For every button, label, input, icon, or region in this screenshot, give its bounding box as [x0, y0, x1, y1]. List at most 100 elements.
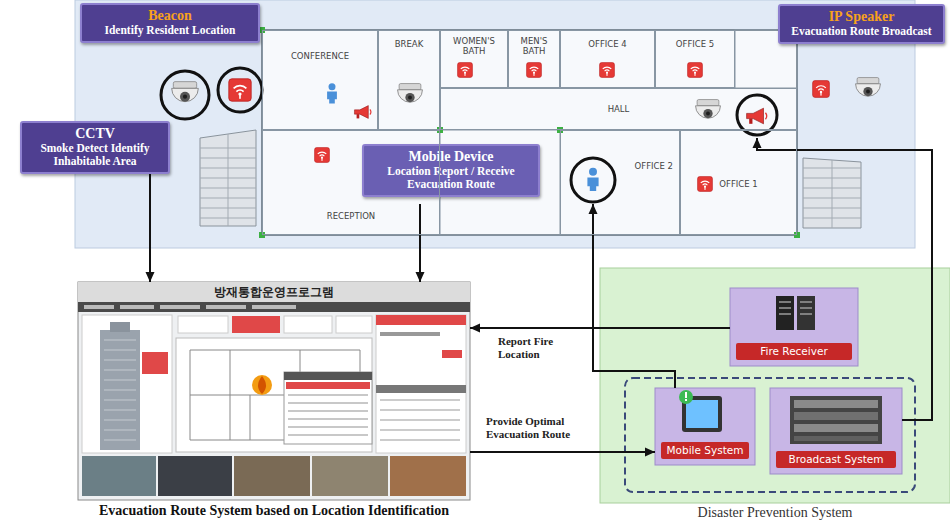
broadcast-rack-icon: [790, 396, 882, 444]
tablet-icon: [679, 390, 722, 432]
fire-receiver-icon: [776, 296, 815, 330]
software-screenshot: [82, 315, 172, 453]
system-panel: [600, 268, 950, 503]
floor-plan-band: [262, 30, 797, 235]
staircase: [803, 160, 861, 228]
highlight-ring: [571, 158, 615, 202]
software-screenshot: [312, 456, 388, 496]
broadcast-rack-icon: [794, 424, 878, 432]
broadcast-rack-icon: [790, 396, 882, 444]
room: HALL: [440, 88, 797, 130]
beacon-icon: [698, 177, 713, 192]
room: BREAK: [378, 30, 440, 130]
room: MEN'S BATH: [508, 30, 560, 88]
software-screenshot: [78, 282, 470, 500]
system-box: Fire Receiver: [730, 288, 858, 366]
fire-receiver-icon: [797, 296, 815, 330]
room-name: MEN'S BATH: [511, 36, 557, 56]
software-screenshot: [78, 282, 470, 500]
speaker-icon: [354, 106, 766, 124]
broadcast-rack-icon: [794, 400, 878, 408]
software-screenshot: [176, 338, 372, 452]
system-label: Mobile System: [661, 442, 749, 459]
software-screenshot: [84, 305, 114, 309]
software-screenshot: [284, 372, 372, 380]
highlight-ring: [737, 95, 777, 135]
software-screenshot: [78, 302, 470, 312]
room: OFFICE 1: [680, 130, 797, 235]
staircase: [200, 134, 256, 226]
room-name: OFFICE 5: [658, 39, 732, 49]
system-panel: [770, 388, 902, 474]
system-panel: [600, 268, 950, 503]
room-name: HALL: [443, 104, 794, 114]
software-screenshot: [286, 382, 370, 389]
software-screenshot: [232, 316, 280, 333]
room-name: OFFICE 1: [683, 179, 794, 189]
callout-box: Mobile DeviceLocation Report / Receive E…: [362, 144, 540, 197]
software-screenshot: [206, 305, 246, 309]
cctv-camera: [856, 78, 881, 97]
connector-arrow: [470, 451, 655, 453]
software-screenshot: [110, 322, 130, 332]
software-screenshot: [376, 315, 466, 325]
connector-label: Provide Optimal Evacuation Route: [484, 414, 592, 442]
callout-text: Evacuation Route Broadcast: [785, 25, 938, 38]
speaker-icon: [747, 108, 767, 124]
person-icon: [327, 83, 337, 103]
connector-arrow: [149, 174, 151, 282]
software-screenshot: [380, 332, 440, 336]
staircase: [200, 130, 256, 226]
software-screenshot: [158, 456, 232, 496]
beacon-icon: [315, 148, 330, 163]
room: OFFICE 5: [655, 30, 735, 88]
system-panel: Disaster Prevention SystemFire ReceiverM…: [600, 268, 950, 503]
software-screenshot: [252, 305, 296, 309]
system-box: Broadcast System: [770, 388, 902, 474]
callout-text: Location Report / Receive Evacuation Rou…: [369, 165, 533, 191]
software-screenshot: [442, 350, 462, 358]
caption: Evacuation Route System based on Locatio…: [34, 503, 514, 519]
software-screenshot: [376, 385, 466, 393]
system-box: Mobile System: [655, 388, 755, 465]
software-screenshot: [82, 456, 156, 496]
device-callout: Mobile DeviceLocation Report / Receive E…: [362, 142, 617, 204]
system-panel: [730, 288, 858, 366]
highlight-ring: [161, 71, 209, 119]
connector-arrow: [470, 327, 730, 329]
cctv-camera: [398, 84, 423, 103]
broadcast-rack-icon: [794, 436, 878, 441]
caption: Disaster Prevention System: [600, 505, 950, 521]
person-icon: [587, 168, 598, 191]
beacon-icon: [688, 63, 703, 78]
software-screenshot: [178, 316, 228, 333]
software-screenshot: [376, 315, 466, 453]
software-screenshot: [390, 456, 466, 496]
software-screenshot: [142, 352, 168, 374]
software-screenshot: [252, 375, 272, 395]
callout-box: IP SpeakerEvacuation Route Broadcast: [778, 4, 945, 44]
software-screenshot: [284, 316, 332, 333]
software-screenshot: [78, 282, 470, 302]
callout-text: Identify Resident Location: [87, 24, 253, 37]
software-screen: 방재통합운영프로그램Evacuation Route System based …: [78, 282, 470, 500]
system-panel: [625, 378, 915, 492]
beacon-icon: [813, 81, 830, 98]
connector-arrow: [419, 204, 421, 282]
software-screenshot: [100, 330, 140, 450]
room: OFFICE 4: [560, 30, 655, 88]
tablet-icon: [685, 392, 687, 398]
software-screenshot: [284, 372, 372, 444]
device-callout: IP SpeakerEvacuation Route Broadcast: [728, 4, 945, 138]
room-name: OFFICE 2: [563, 161, 673, 171]
software-screenshot: [288, 395, 368, 435]
beacon-icon: [600, 63, 615, 78]
staircase: [803, 158, 861, 228]
room: WOMEN'S BATH: [440, 30, 508, 88]
room-name: OFFICE 4: [563, 39, 652, 49]
highlight-ring: [218, 68, 262, 112]
room: RECEPTION: [262, 130, 440, 235]
connector-arrow: [757, 138, 932, 420]
callout-box: BeaconIdentify Resident Location: [80, 3, 260, 43]
